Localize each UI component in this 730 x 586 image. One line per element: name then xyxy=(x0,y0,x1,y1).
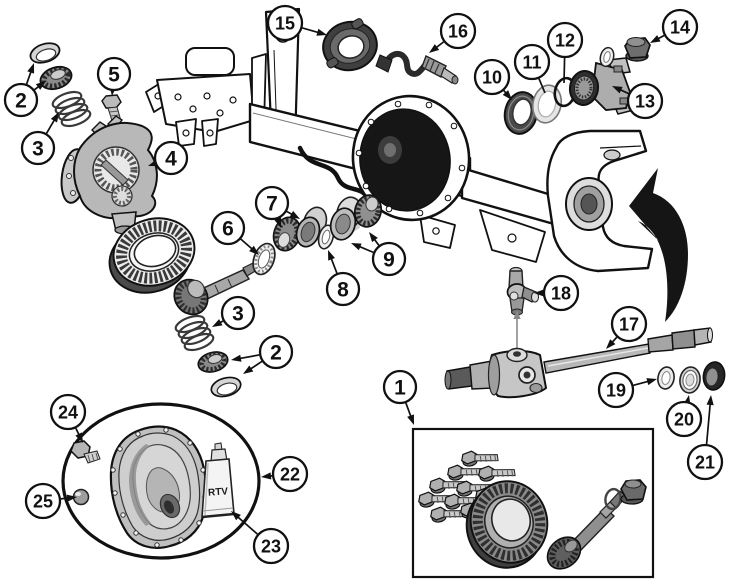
callout-8[interactable]: 8 xyxy=(325,271,361,307)
callout-11[interactable]: 11 xyxy=(513,43,551,81)
callout-number: 2 xyxy=(270,342,282,365)
callout-3b[interactable]: 3 xyxy=(220,295,256,331)
rotate-arrow xyxy=(629,168,688,322)
callout-number: 11 xyxy=(522,52,541,72)
pinion-bearing-cup-upper xyxy=(29,42,61,64)
callout-12[interactable]: 12 xyxy=(546,21,584,59)
pinion-shim xyxy=(252,242,276,276)
callout-number: 20 xyxy=(674,409,694,429)
rtv-sealant-tube: RTV xyxy=(201,442,235,519)
pinion-nut-washer xyxy=(599,46,615,68)
pinion-gear xyxy=(173,262,258,316)
callout-4[interactable]: 4 xyxy=(153,140,189,176)
axle-seal xyxy=(322,18,378,72)
callout-22[interactable]: 22 xyxy=(271,455,309,493)
axle-shaft xyxy=(444,327,713,399)
callout-number: 17 xyxy=(619,314,639,334)
callout-16[interactable]: 16 xyxy=(439,12,477,50)
callout-18[interactable]: 18 xyxy=(542,274,580,312)
callout-number: 22 xyxy=(280,464,300,484)
pinion-oil-slinger xyxy=(317,224,335,250)
assembly-guide-line xyxy=(513,310,521,352)
kit-ring-gear xyxy=(465,480,549,569)
callout-1[interactable]: 1 xyxy=(382,369,418,405)
callout-number: 6 xyxy=(222,218,234,241)
pinion-bearing-upper xyxy=(39,65,73,91)
master-kit-box xyxy=(411,427,655,579)
callout-number: 8 xyxy=(337,279,349,302)
spindle-seal xyxy=(702,361,726,391)
callout-number: 25 xyxy=(33,491,53,511)
differential-carrier xyxy=(60,115,158,235)
callout-number: 13 xyxy=(635,91,655,111)
cover-kit-group: RTV xyxy=(61,402,261,560)
callout-2a[interactable]: 2 xyxy=(3,82,39,118)
callout-arrows xyxy=(25,27,714,535)
callout-2b[interactable]: 2 xyxy=(258,334,294,370)
callout-number: 23 xyxy=(261,536,281,556)
callout-number: 1 xyxy=(394,377,406,400)
callout-number: 12 xyxy=(555,30,575,50)
spindle-bearing-ring xyxy=(679,366,701,394)
callout-5[interactable]: 5 xyxy=(96,56,132,92)
pinion-nut xyxy=(624,37,651,62)
pinion-spring-upper xyxy=(51,90,92,128)
callout-21[interactable]: 21 xyxy=(686,443,724,481)
callout-number: 18 xyxy=(551,283,571,303)
callout-number: 15 xyxy=(275,13,295,33)
callout-number: 2 xyxy=(15,90,27,113)
fill-plug-bolt xyxy=(70,440,101,464)
callout-number: 16 xyxy=(448,21,468,41)
kit-ellipse-outline xyxy=(61,402,261,560)
differential-cover xyxy=(109,425,208,550)
callout-number: 7 xyxy=(266,193,278,216)
pinion-bearing-cup-lower xyxy=(210,376,242,398)
pinion-seal xyxy=(503,91,539,135)
differential-housing-face xyxy=(351,94,471,222)
callout-19[interactable]: 19 xyxy=(597,371,635,409)
callout-7[interactable]: 7 xyxy=(254,185,290,221)
kit-o-ring xyxy=(604,487,622,511)
callout-24[interactable]: 24 xyxy=(49,393,87,431)
rtv-label: RTV xyxy=(208,486,229,498)
callout-15[interactable]: 15 xyxy=(266,4,304,42)
callout-23[interactable]: 23 xyxy=(252,527,290,565)
callout-6[interactable]: 6 xyxy=(210,210,246,246)
steering-knuckle xyxy=(546,129,654,273)
callout-10[interactable]: 10 xyxy=(473,58,511,96)
axle-vent-tube xyxy=(375,50,459,85)
callout-20[interactable]: 20 xyxy=(665,400,703,438)
callout-number: 5 xyxy=(108,64,120,87)
pinion-bearing-lower xyxy=(197,351,229,373)
callout-number: 3 xyxy=(232,303,244,326)
callout-13[interactable]: 13 xyxy=(626,82,664,120)
pinion-yoke xyxy=(568,57,635,115)
axle-housing xyxy=(145,7,688,322)
pinion-spring-lower xyxy=(174,314,215,352)
kit-pinion-nut xyxy=(620,479,647,505)
callout-number: 24 xyxy=(58,402,78,422)
outer-pinion-bearing xyxy=(353,194,383,228)
callout-number: 14 xyxy=(670,17,690,37)
callout-number: 10 xyxy=(482,67,502,87)
u-joint xyxy=(506,266,539,316)
callout-number: 4 xyxy=(165,148,177,171)
callout-number: 19 xyxy=(606,380,626,400)
callout-number: 3 xyxy=(32,138,44,161)
callout-25[interactable]: 25 xyxy=(24,482,62,520)
ring-gear xyxy=(108,217,196,294)
callout-17[interactable]: 17 xyxy=(610,305,648,343)
inner-pinion-bearing xyxy=(272,216,302,252)
callout-number: 21 xyxy=(695,452,715,472)
callout-9[interactable]: 9 xyxy=(371,241,407,277)
callout-3a[interactable]: 3 xyxy=(20,130,56,166)
callout-14[interactable]: 14 xyxy=(661,8,699,46)
spindle-washer xyxy=(657,366,675,390)
callout-number: 9 xyxy=(383,249,395,272)
